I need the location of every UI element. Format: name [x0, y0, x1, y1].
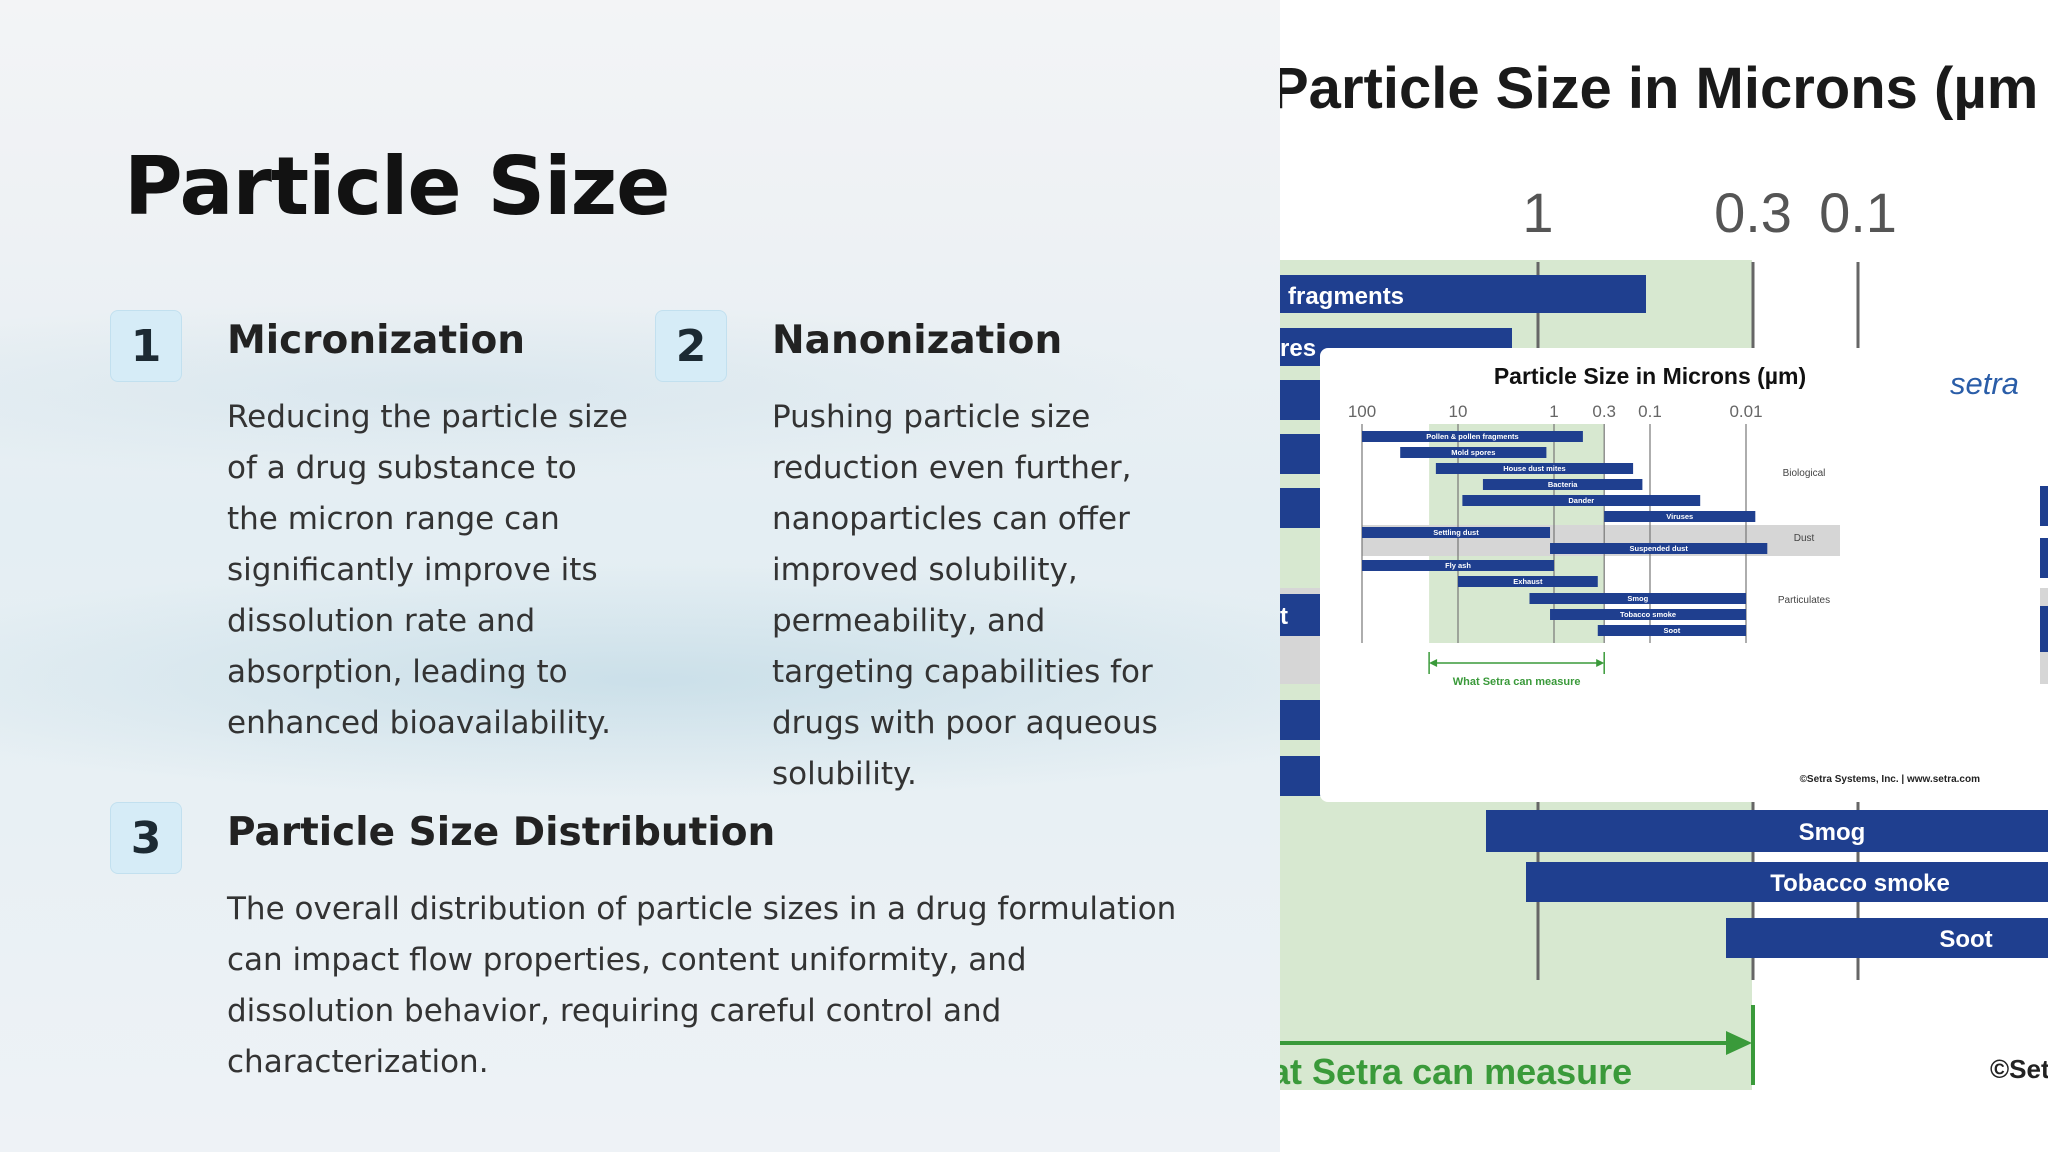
measure-arrow-head	[1596, 659, 1605, 667]
chart-bar-label: Bacteria	[1548, 480, 1578, 489]
background-bar-label: Soot	[1939, 926, 1992, 953]
chart-bar-label: Tobacco smoke	[1620, 610, 1676, 619]
measure-label: What Setra can measure	[1453, 676, 1581, 688]
chart-bar	[1550, 609, 1746, 620]
chart-bar-label: Smog	[1627, 594, 1648, 603]
item-title: Nanonization	[772, 318, 1063, 363]
chart-bar	[1462, 495, 1701, 506]
item-description: The overall distribution of particle siz…	[227, 891, 1177, 1080]
x-tick-label: 0.01	[1729, 402, 1762, 421]
background-chart-title: Particle Size in Microns (µm	[1280, 56, 2038, 121]
chart-bar	[1550, 543, 1768, 554]
chart-bar	[1362, 560, 1554, 571]
x-tick-label: 0.3	[1592, 402, 1616, 421]
chart-card	[1320, 348, 2040, 802]
background-bar	[1526, 862, 2048, 902]
chart-bar	[1362, 527, 1551, 538]
x-tick-label: 10	[1449, 402, 1468, 421]
page-title: Particle Size	[124, 140, 670, 233]
x-tick-label: 100	[1348, 402, 1376, 421]
chart-bar	[1482, 479, 1643, 490]
chart-bar	[1597, 625, 1746, 636]
background-bar	[1280, 594, 1325, 636]
chart-bar-label: Mold spores	[1451, 448, 1495, 457]
background-bar-label: Tobacco smoke	[1770, 870, 1950, 897]
item-number-badge: 1	[110, 310, 182, 382]
background-bar	[1280, 380, 1325, 420]
chart-footer: ©Setra Systems, Inc. | www.setra.com	[1800, 774, 1981, 785]
x-tick-label: 0.1	[1638, 402, 1662, 421]
background-bar-label: Smog	[1799, 819, 1866, 846]
background-bar	[1280, 700, 1325, 740]
chart-bar-label: Fly ash	[1445, 561, 1471, 570]
particle-size-chart: 100 10 1 0.3 0.1 0.01 Pollen & pollen fragmen…	[1320, 348, 2040, 802]
item-number-badge: 3	[110, 802, 182, 874]
x-tick-label: 1	[1549, 402, 1558, 421]
background-bar	[1726, 918, 2048, 958]
chart-image-panel: Particle Size in Microns (µm 1 0.3 0.1 f…	[1280, 0, 2048, 1152]
item-title: Particle Size Distribution	[227, 810, 776, 855]
background-wave	[0, 560, 1280, 800]
chart-bar	[1604, 511, 1756, 522]
setra-logo: setra	[1950, 366, 2019, 401]
chart-bar	[1400, 447, 1547, 458]
group-label: Particulates	[1778, 595, 1830, 606]
left-panel: Particle Size 1 Micronization Reducing t…	[0, 0, 1280, 1152]
chart-bar-label: House dust mites	[1503, 464, 1566, 473]
chart-bar-label: Pollen & pollen fragments	[1426, 432, 1519, 441]
background-copyright: ©Set	[1990, 1054, 2048, 1084]
axis-tick-label: 0.3	[1714, 181, 1792, 244]
chart-bar-label: Viruses	[1666, 512, 1693, 521]
background-wave	[0, 300, 1200, 480]
measure-arrow-head	[1429, 659, 1438, 667]
item-title: Micronization	[227, 318, 526, 363]
measure-arrow-head	[1726, 1031, 1752, 1055]
chart-bar-label: Exhaust	[1513, 577, 1543, 586]
chart-bar-label: Suspended dust	[1629, 544, 1688, 553]
chart-bar-label: Soot	[1664, 626, 1681, 635]
group-label: Dust	[1794, 533, 1815, 544]
chart-bar	[1435, 463, 1634, 474]
background-measure-label: at Setra can measure	[1280, 1051, 1632, 1092]
axis-tick-label: 0.1	[1819, 181, 1897, 244]
background-bar	[1280, 488, 1325, 528]
background-bar	[1280, 434, 1325, 474]
background-bar-label: t	[1280, 603, 1288, 630]
chart-title: Particle Size in Microns (µm)	[1494, 363, 1806, 389]
chart-bar	[1529, 593, 1746, 604]
item-number-badge: 2	[655, 310, 727, 382]
background-bar-label: fragments	[1288, 283, 1404, 310]
chart-bar	[1458, 576, 1598, 587]
background-bar	[1486, 810, 2048, 852]
chart-bar-label: Settling dust	[1433, 528, 1479, 537]
chart-bar	[1362, 431, 1583, 442]
chart-bar-label: Dander	[1568, 496, 1594, 505]
axis-tick-label: 1	[1522, 181, 1553, 244]
background-bar	[1280, 275, 1646, 313]
background-bar-label: res	[1280, 335, 1316, 362]
group-label: Biological	[1783, 468, 1826, 479]
background-bar	[1280, 756, 1325, 796]
